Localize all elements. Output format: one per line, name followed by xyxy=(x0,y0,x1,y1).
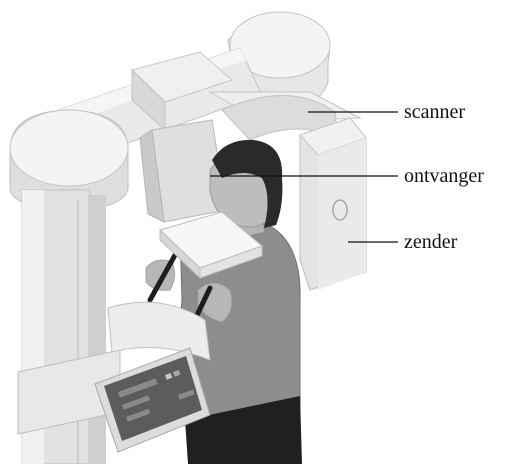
label-receiver: ontvanger xyxy=(404,165,484,187)
device-column xyxy=(18,190,120,464)
transmitter-unit xyxy=(300,118,366,290)
label-transmitter: zender xyxy=(404,231,458,253)
label-scanner: scanner xyxy=(404,101,465,123)
